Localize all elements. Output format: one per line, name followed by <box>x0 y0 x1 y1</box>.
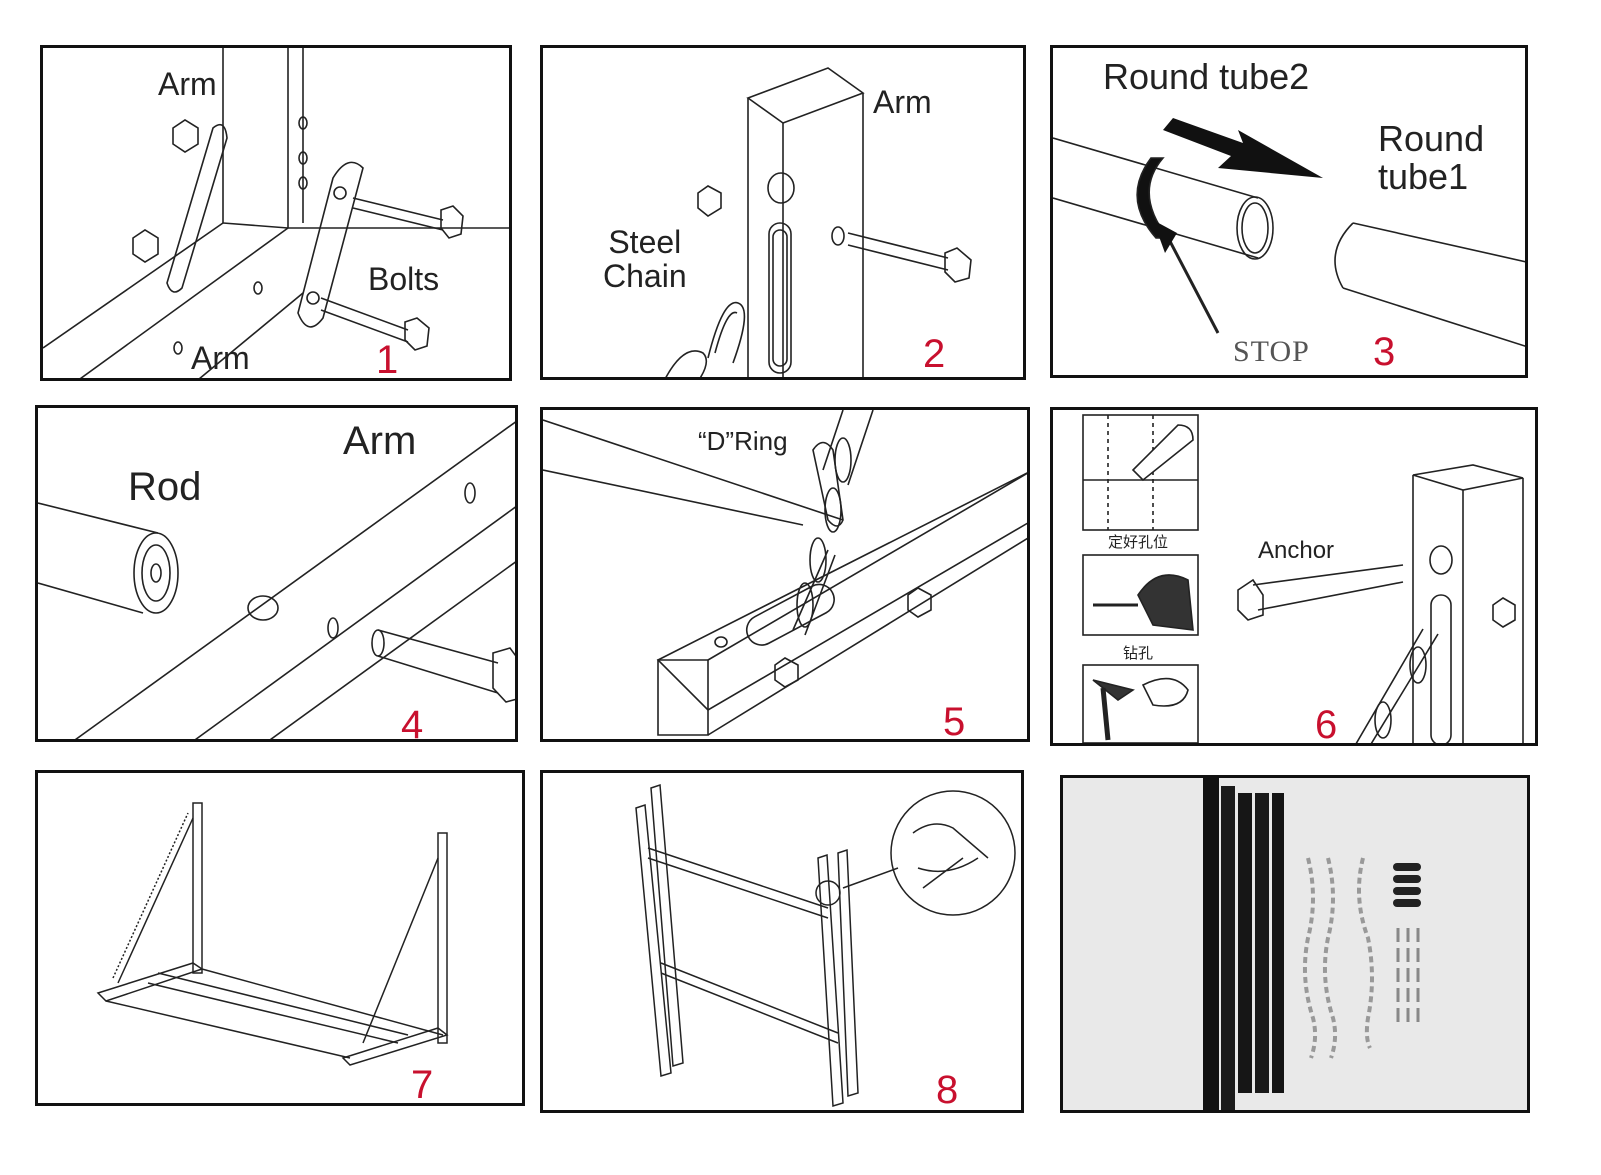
round-tube1-label: Round tube1 <box>1378 118 1485 197</box>
bolts-label: Bolts <box>368 261 440 297</box>
round-tube2-label: Round tube2 <box>1103 56 1310 97</box>
step-7-diagram <box>96 802 449 1066</box>
step-6-diagram <box>1082 414 1524 743</box>
mark-holes-label: 定好孔位 <box>1108 533 1169 551</box>
anchor-label: Anchor <box>1258 537 1335 564</box>
arm-label: Arm <box>873 84 932 120</box>
step-2-number: 2 <box>923 332 946 376</box>
parts-photo <box>1203 778 1421 1110</box>
step-7-panel: 7 <box>35 770 525 1106</box>
step-5-panel: “D”Ring 5 <box>540 407 1030 742</box>
step-1-number: 1 <box>376 338 399 381</box>
step-5-diagram <box>543 410 1027 736</box>
step-8-panel: 8 <box>540 770 1024 1113</box>
step-3-number: 3 <box>1373 330 1396 374</box>
arm-label: Arm <box>343 419 417 463</box>
arm-top-label: Arm <box>158 66 217 102</box>
step-4-number: 4 <box>401 703 424 742</box>
step-5-number: 5 <box>943 700 966 742</box>
step-6-panel: 定好孔位 钻孔 Anchor 6 <box>1050 407 1538 746</box>
stop-label: STOP <box>1233 335 1310 368</box>
step-4-diagram <box>38 421 515 739</box>
d-ring-label: “D”Ring <box>698 426 788 456</box>
step-2-panel: Arm Steel Chain 2 <box>540 45 1026 380</box>
step-4-panel: Rod Arm 4 <box>35 405 518 742</box>
step-7-number: 7 <box>411 1063 434 1106</box>
parts-photo-panel <box>1060 775 1530 1113</box>
step-3-panel: Round tube2 Round tube1 STOP 3 <box>1050 45 1528 378</box>
rod-label: Rod <box>128 465 202 509</box>
arm-bottom-label: Arm <box>191 340 250 376</box>
step-1-panel: Arm Bolts Arm 1 <box>40 45 512 381</box>
steel-chain-label: Steel Chain <box>603 224 687 294</box>
step-8-number: 8 <box>936 1068 959 1112</box>
drill-label: 钻孔 <box>1123 644 1154 662</box>
step-1-diagram <box>43 48 509 378</box>
step-6-number: 6 <box>1315 703 1338 746</box>
step-3-diagram <box>1053 118 1525 347</box>
step-8-diagram <box>635 783 1016 1107</box>
step-2-diagram <box>665 67 972 377</box>
